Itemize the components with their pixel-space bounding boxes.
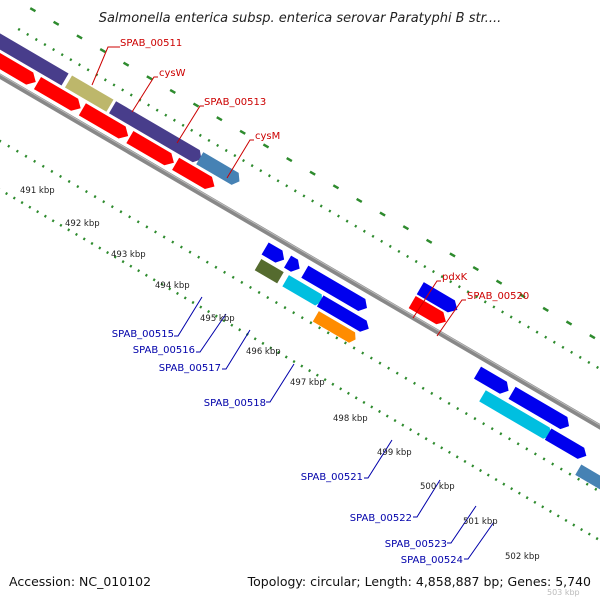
gene-block[interactable] [109,101,205,165]
map-band [0,7,600,542]
forward-labels: SPAB_00511 cysW SPAB_00513 cysM pdxK SPA… [120,38,529,302]
reverse-row-1 [261,242,573,432]
kbp-label: 501 kbp [463,517,498,527]
kbp-label: 494 kbp [155,281,190,291]
gene-arrow[interactable] [0,44,39,88]
kbp-labels: 491 kbp 492 kbp 493 kbp 494 kbp 495 kbp … [20,186,580,597]
gene-block[interactable] [575,464,600,497]
inner-dotted-line [0,119,600,505]
topology-text: Topology: circular; Length: 4,858,887 bp… [247,574,591,589]
gene-label[interactable]: SPAB_00511 [120,38,182,49]
genome-backbone [0,64,600,458]
gene-arrow[interactable] [408,295,450,328]
gene-arrow[interactable] [126,131,177,169]
gene-label[interactable]: SPAB_00513 [204,97,266,108]
inner-tick-line [0,155,600,542]
forward-row-2 [0,44,461,328]
map-title: Salmonella enterica subsp. enterica sero… [99,11,502,26]
accession-text: Accession: NC_010102 [9,574,151,589]
reverse-labels: SPAB_00515 SPAB_00516 SPAB_00517 SPAB_00… [112,329,463,566]
gene-label[interactable]: cysM [255,131,280,142]
kbp-label: 502 kbp [505,552,540,562]
forward-row-1 [0,30,243,187]
gene-block[interactable] [0,30,69,86]
gene-arrow[interactable] [78,103,132,142]
gene-label[interactable]: SPAB_00515 [112,329,174,340]
reverse-leaders [174,296,495,560]
gene-block[interactable] [312,311,359,345]
gene-arrow[interactable] [33,77,84,114]
gene-label[interactable]: pdxK [442,272,468,283]
outer-tick-line [29,7,600,393]
kbp-label: 499 kbp [377,448,412,458]
gene-arrow[interactable] [261,242,288,265]
kbp-label: 498 kbp [333,414,368,424]
kbp-label: 500 kbp [420,482,455,492]
gene-label[interactable]: SPAB_00523 [385,539,447,550]
forward-leaders [91,46,466,337]
gene-arrow[interactable] [473,366,512,397]
gene-arrow[interactable] [301,265,370,314]
gene-label[interactable]: SPAB_00520 [467,291,529,302]
kbp-label: 496 kbp [246,347,281,357]
kbp-label: 493 kbp [111,250,146,260]
gene-block[interactable] [64,75,114,112]
gene-block[interactable] [254,259,284,284]
gene-label[interactable]: SPAB_00522 [350,513,412,524]
reverse-row-3 [312,311,600,497]
gene-block[interactable] [196,152,243,187]
kbp-label: 492 kbp [65,219,100,229]
gene-arrow[interactable] [544,428,590,462]
gene-arrow[interactable] [172,157,218,193]
gene-label[interactable]: cysW [159,68,186,79]
gene-label[interactable]: SPAB_00521 [301,472,363,483]
kbp-label: 503 kbp [547,588,580,597]
reverse-row-2 [254,259,590,462]
genome-backbone-highlight [0,65,600,455]
gene-block[interactable] [479,390,555,442]
gene-arrow[interactable] [316,295,372,334]
gene-label[interactable]: SPAB_00524 [401,555,463,566]
gene-label[interactable]: SPAB_00517 [159,363,221,374]
gene-label[interactable]: SPAB_00516 [133,345,195,356]
kbp-label: 495 kbp [200,314,235,324]
gene-block[interactable] [282,275,325,307]
gene-arrow[interactable] [508,386,573,432]
gene-arrow[interactable] [416,282,461,316]
outer-dotted-line [17,27,600,414]
gene-label[interactable]: SPAB_00518 [204,398,266,409]
gene-arrow[interactable] [284,255,303,275]
kbp-label: 497 kbp [290,378,325,388]
kbp-label: 491 kbp [20,186,55,196]
